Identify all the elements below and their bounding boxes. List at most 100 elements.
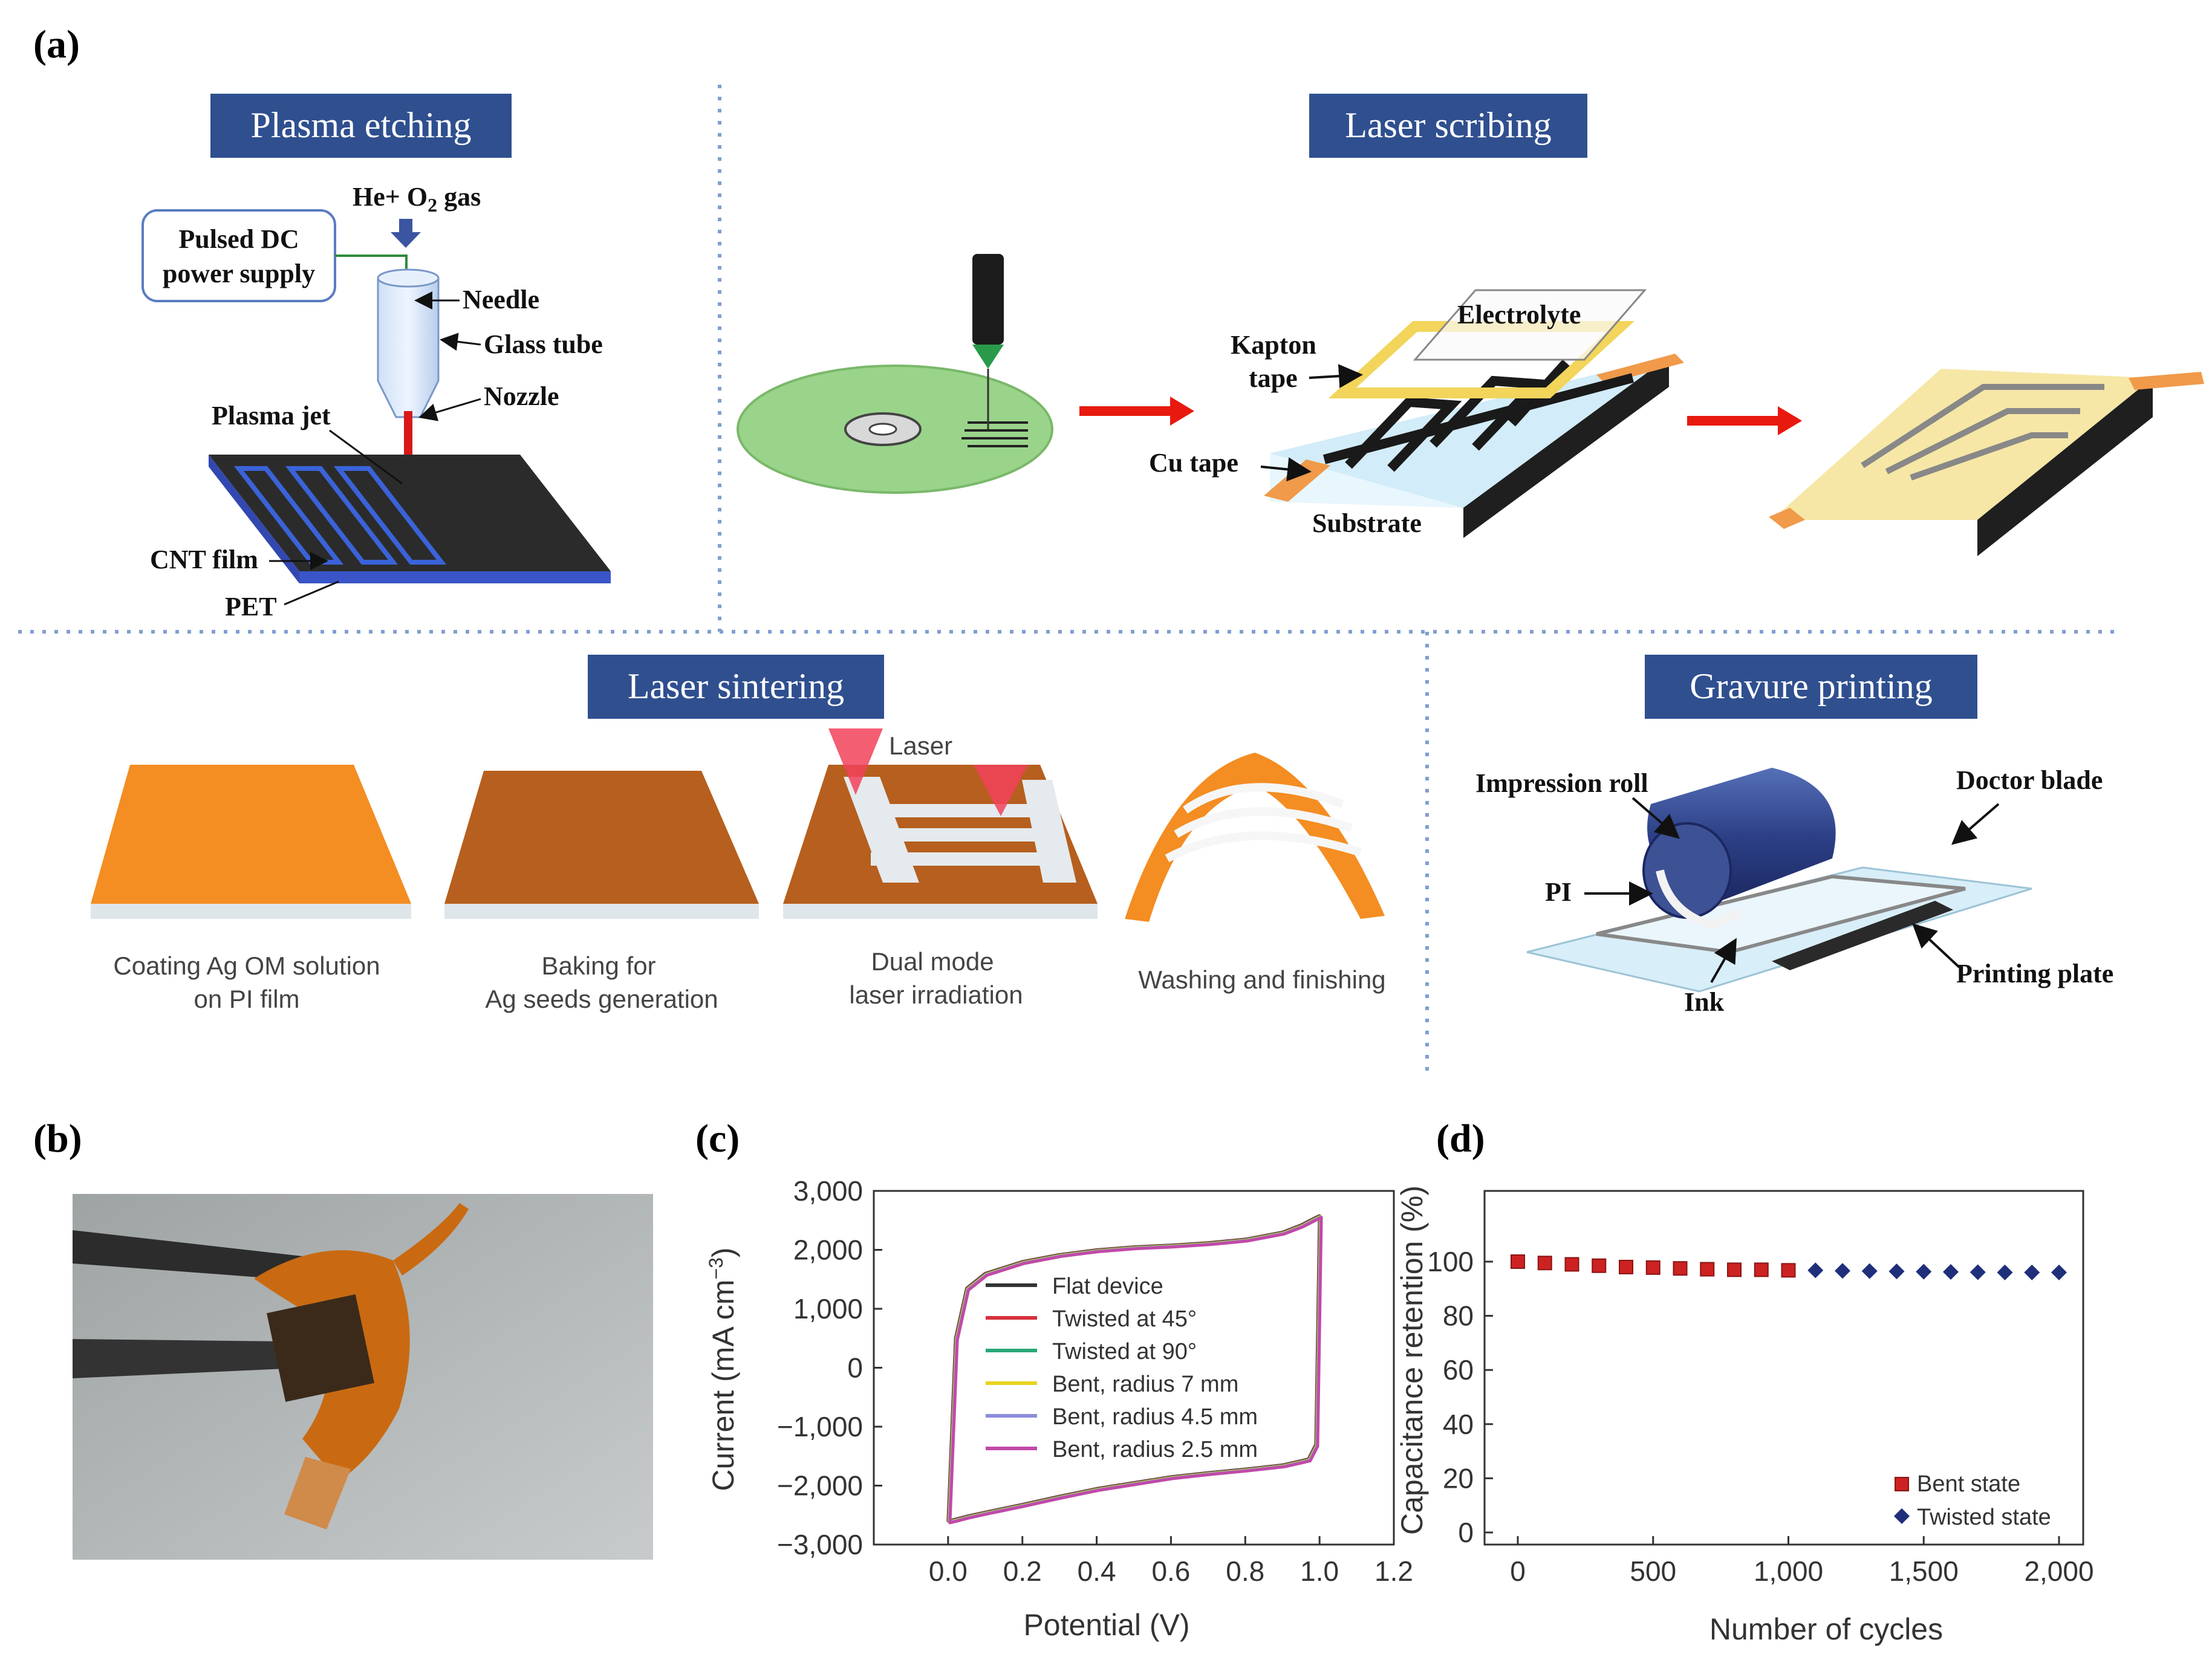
step3-label-2: laser irradiation <box>849 981 1023 1009</box>
retention-plot-frame <box>1483 1190 2084 1546</box>
step2-base <box>444 904 759 919</box>
cv-y-tick-label: 2,000 <box>793 1234 863 1266</box>
cv-x-tick-label: 0.8 <box>1226 1555 1264 1587</box>
plasma-title: Plasma etching <box>251 105 472 145</box>
scribing-title-box <box>1309 94 1587 158</box>
twisted-state-point <box>1916 1263 1932 1280</box>
kapton-frame <box>1328 321 1635 398</box>
doctor-blade-label: Doctor blade <box>1956 765 2103 795</box>
bent-state-point <box>1619 1259 1633 1274</box>
retention-y-tick-label: 100 <box>1427 1246 1474 1277</box>
step3-label-1: Dual mode <box>871 947 994 976</box>
interdigit-pattern <box>1322 359 1635 472</box>
retention-x-tick-label: 0 <box>1510 1555 1526 1587</box>
gas-label: He+ O2 gas <box>353 182 481 216</box>
cv-x-tick-label: 0.4 <box>1078 1555 1116 1587</box>
cv-y-tick-label: 1,000 <box>793 1293 863 1325</box>
cv-x-axis-label: Potential (V) <box>1023 1608 1189 1642</box>
plasma-etching-panel: Plasma etching He+ O2 gas Pulsed DC powe… <box>142 94 611 621</box>
pet-label: PET <box>225 592 277 621</box>
twisted-state-point <box>1943 1264 1959 1280</box>
step1-label-1: Coating Ag OM solution <box>113 952 380 980</box>
tweezer-bottom <box>73 1339 339 1378</box>
dividers <box>18 85 2116 1073</box>
panel-label-b: (b) <box>33 1117 82 1161</box>
tube-top <box>377 268 440 288</box>
laser-scribing-panel: Laser scribing Electrolyte Kapton tape C… <box>737 94 2204 556</box>
plate-frame <box>1596 874 1966 955</box>
twisted-state-point <box>1888 1263 1905 1280</box>
finished-pattern <box>1861 384 2104 481</box>
kapton-line2: tape <box>1249 363 1298 393</box>
retention-x-tick-label: 500 <box>1630 1555 1676 1587</box>
needle-label: Needle <box>463 285 539 314</box>
step4-label: Washing and finishing <box>1138 965 1385 994</box>
twisted-state-point <box>1861 1263 1878 1279</box>
pi-label: PI <box>1545 877 1572 907</box>
twisted-state-point <box>1835 1263 1850 1279</box>
gravure-title: Gravure printing <box>1690 666 1933 706</box>
step4-film <box>1125 753 1385 922</box>
cv-curve-1 <box>947 1214 1322 1523</box>
bent-state-point <box>1537 1256 1552 1271</box>
laser-spot-left-icon <box>828 728 883 795</box>
substrate-side <box>1463 357 1669 538</box>
cv-y-axis-label: Current (mA cm−3) <box>705 1247 740 1491</box>
retention-x-tick-label: 1,000 <box>1754 1555 1823 1587</box>
finished-cu-left <box>1769 508 1805 529</box>
step1-base <box>91 904 411 919</box>
cv-y-tick-label: 0 <box>847 1352 863 1384</box>
disc-hole <box>868 423 897 436</box>
finished-cu-right <box>2129 372 2204 390</box>
cv-legend: Flat device Twisted at 45° Twisted at 90… <box>986 1274 1258 1462</box>
panel-label-d: (d) <box>1436 1117 1485 1161</box>
bent-state-point <box>1592 1258 1607 1273</box>
legend-flat: Flat device <box>1052 1274 1163 1299</box>
twisted-state-point <box>1997 1264 2013 1280</box>
glass-tube-pointer <box>440 332 481 351</box>
sintering-title: Laser sintering <box>628 666 844 706</box>
plasma-title-box <box>210 94 512 158</box>
cv-curve-5 <box>948 1216 1323 1525</box>
cv-curve-2 <box>947 1214 1322 1523</box>
kapton-line1: Kapton <box>1231 330 1316 360</box>
glass-tube <box>377 277 440 418</box>
finished-side <box>1977 378 2153 556</box>
step3-base <box>783 904 1098 919</box>
cv-curve-4 <box>948 1215 1323 1524</box>
retention-y-tick-label: 0 <box>1458 1517 1474 1548</box>
laser-tip <box>972 345 1004 369</box>
tape-tail <box>393 1203 469 1276</box>
pet-pointer <box>284 580 339 606</box>
finished-top <box>1772 369 2153 520</box>
gravure-title-box <box>1645 655 1977 719</box>
bent-state-point <box>1511 1254 1525 1269</box>
doctor-blade-pointer <box>1951 803 2000 845</box>
step2-label-2: Ag seeds generation <box>485 985 718 1013</box>
cv-curve-0 <box>946 1214 1321 1523</box>
printing-plate-pointer <box>1912 923 1960 968</box>
cv-y-tick-label: −2,000 <box>777 1470 863 1502</box>
cu-tape-right <box>1596 354 1684 384</box>
device-electrodes <box>267 1294 374 1402</box>
panel-label-c: (c) <box>695 1117 740 1161</box>
cu-tape-pointer <box>1260 457 1312 482</box>
bent-state-point <box>1700 1262 1715 1277</box>
scribing-title: Laser scribing <box>1345 105 1552 145</box>
pi-sheet <box>1656 869 1743 930</box>
ink-label: Ink <box>1684 987 1725 1017</box>
pet-layer <box>299 571 611 583</box>
legend-twisted-state: Twisted state <box>1917 1505 2051 1530</box>
twisted-state-point <box>2051 1264 2067 1280</box>
cv-x-tick-label: 0.0 <box>929 1555 968 1587</box>
retention-x-tick-label: 1,500 <box>1889 1555 1959 1587</box>
doctor-blade <box>1772 901 1953 970</box>
disc-pattern <box>961 421 1028 447</box>
legend-twisted-marker <box>1894 1508 1910 1524</box>
retention-y-tick-label: 60 <box>1443 1354 1474 1386</box>
printing-plate-label: Printing plate <box>1956 959 2113 988</box>
